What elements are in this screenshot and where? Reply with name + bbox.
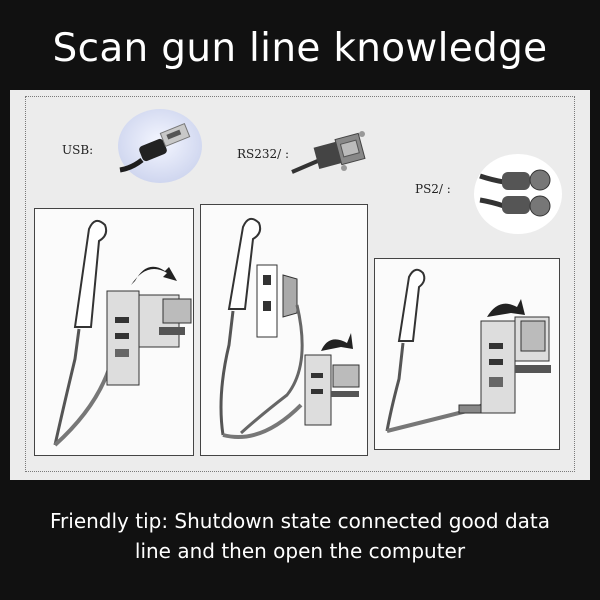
ps2-label: PS2/ : [415, 182, 451, 196]
usb-label: USB: [62, 143, 94, 157]
page-title: Scan gun line knowledge [52, 26, 548, 71]
usb-connection-scene [34, 208, 194, 456]
usb-connector-image [114, 108, 202, 186]
ps2-connector-image [472, 152, 564, 236]
tip-line-2: line and then open the computer [134, 539, 466, 563]
rs232-label: RS232/ : [237, 147, 290, 161]
dotted-frame [25, 96, 575, 472]
friendly-tip: Friendly tip: Shutdown state connected g… [10, 506, 590, 566]
ps2-connection-scene [374, 258, 560, 450]
rs232-connection-scene [200, 204, 368, 456]
illustration-panel: USB: RS232/ : PS2/ : [10, 90, 590, 480]
tip-line-1: Friendly tip: Shutdown state connected g… [49, 509, 551, 533]
rs232-connector-image [290, 122, 374, 178]
